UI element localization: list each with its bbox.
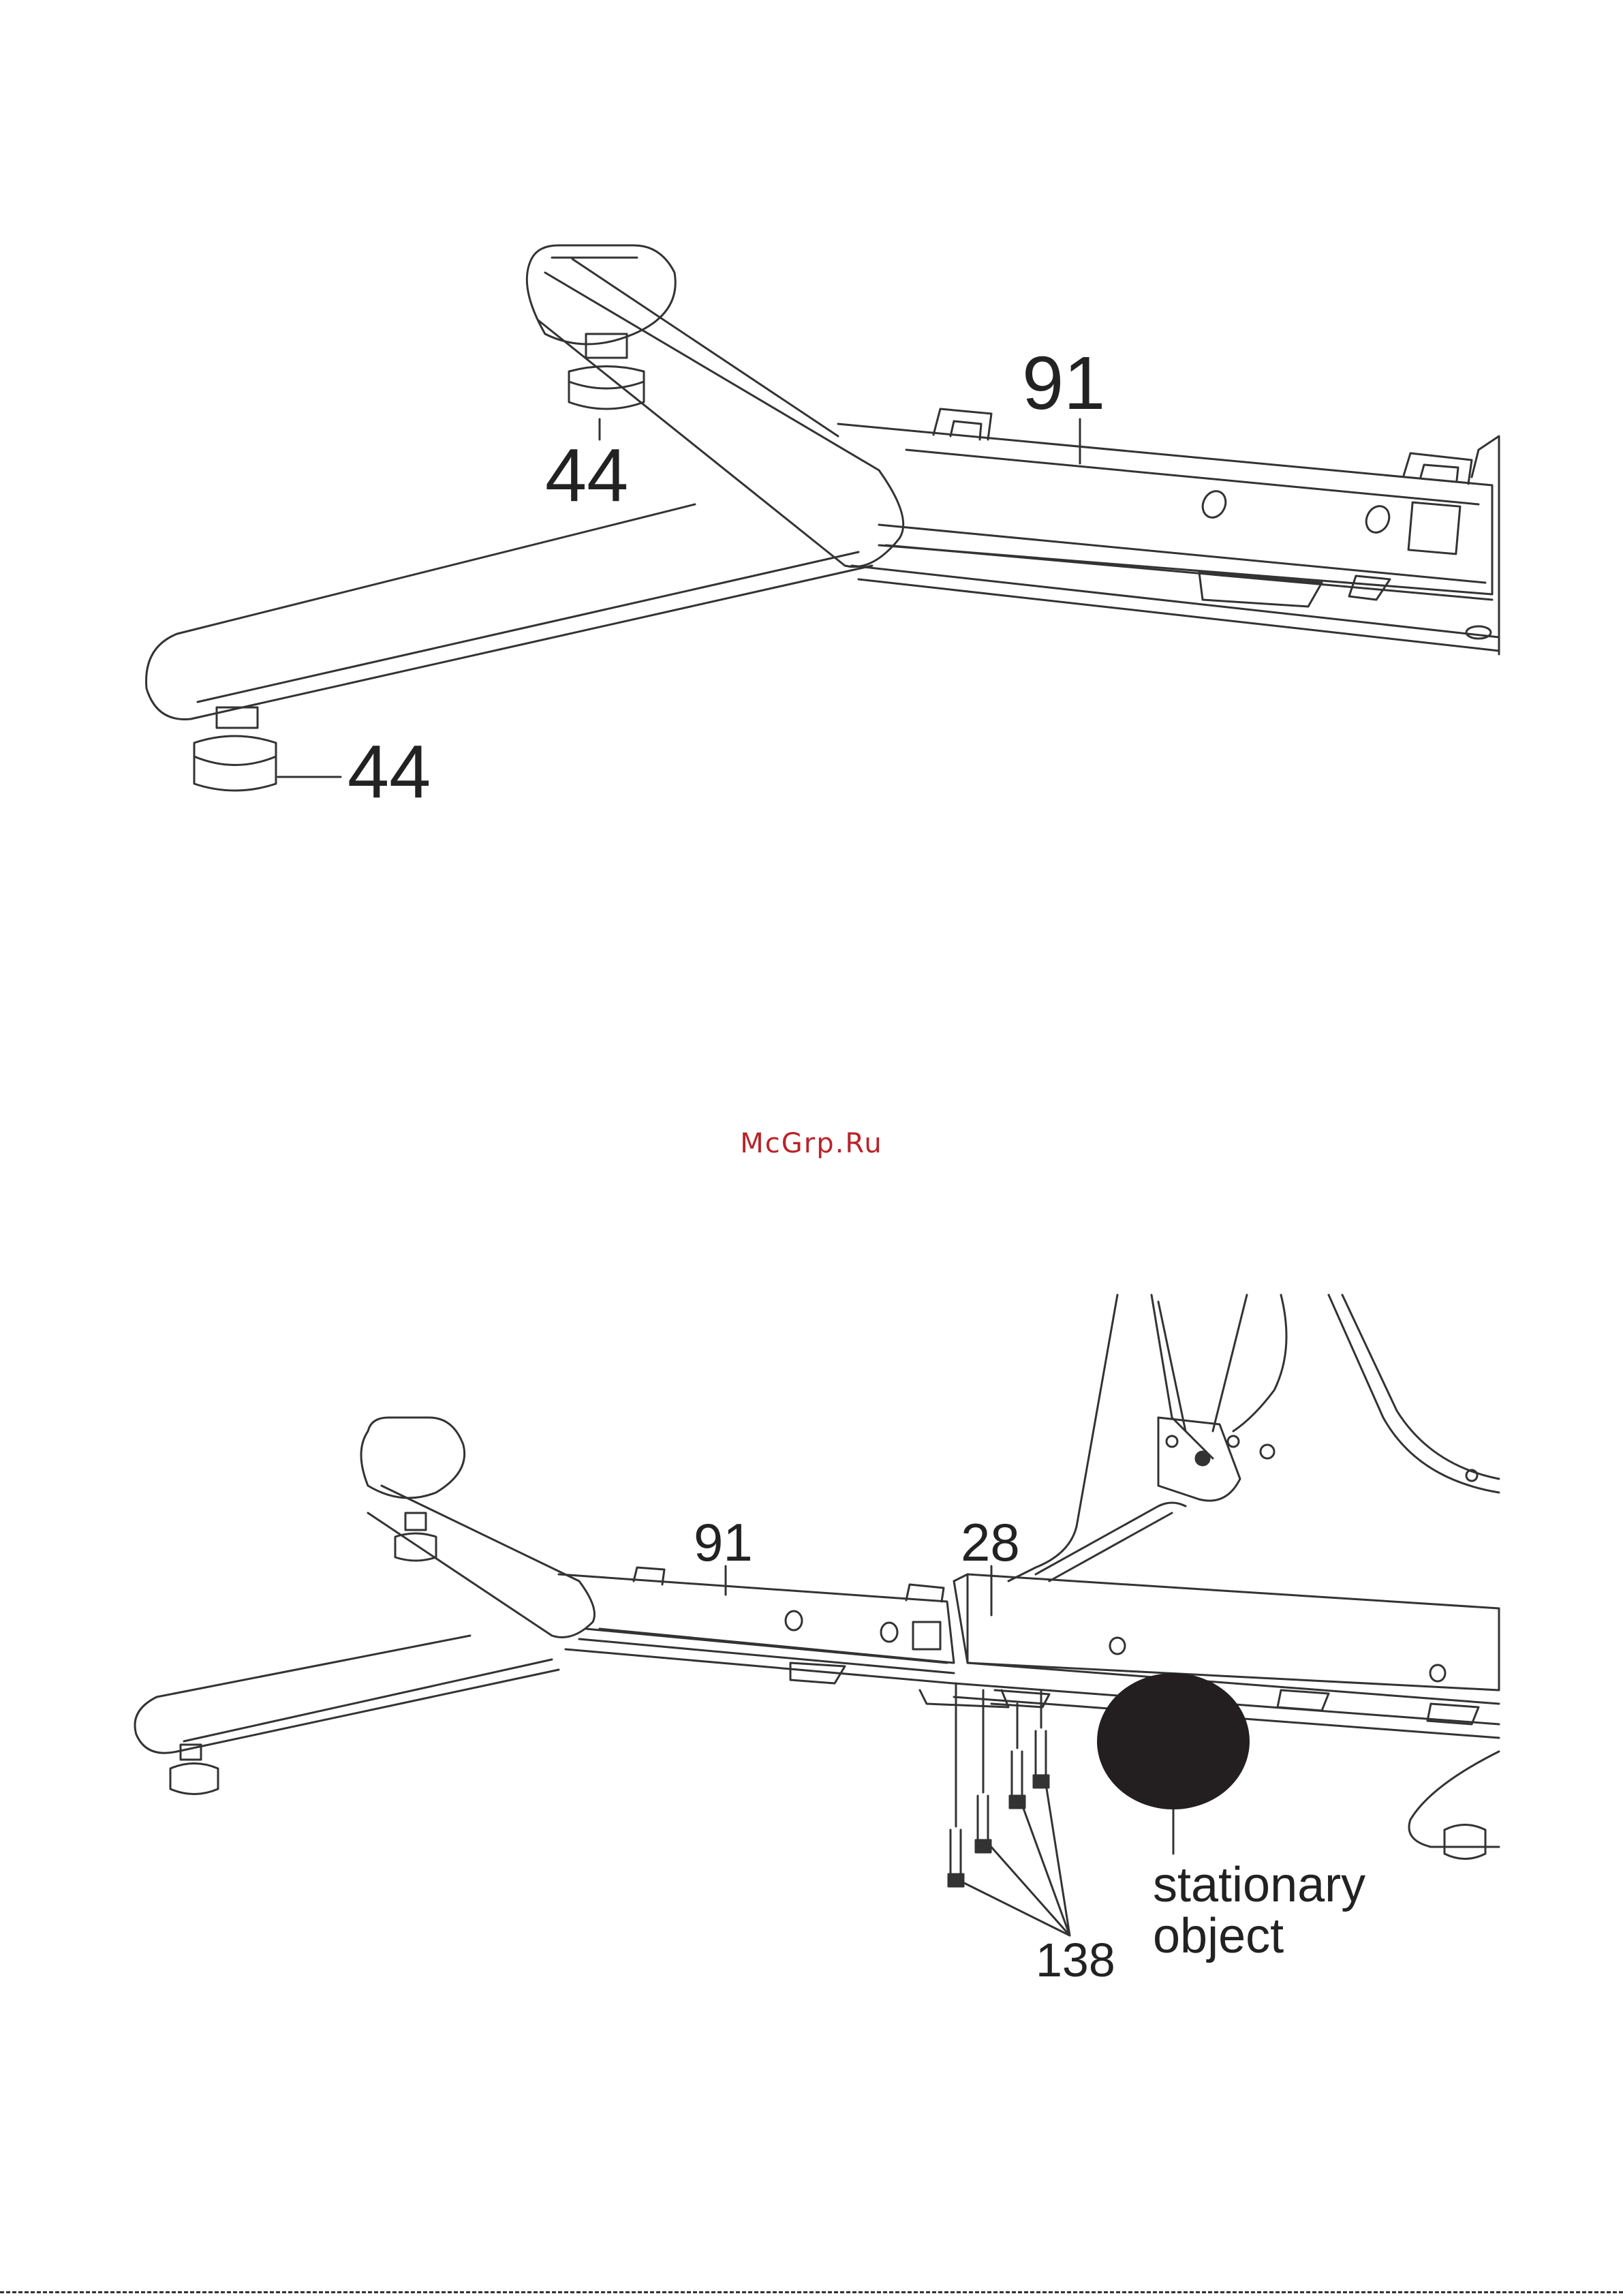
leveling-foot-bottom — [194, 707, 276, 791]
beam-hole-2 — [1362, 502, 1393, 536]
label-frame-91: 91 — [1022, 341, 1105, 425]
beam-hole-1 — [1199, 487, 1230, 521]
front-frame-beam — [559, 1567, 954, 1683]
front-long-leg — [135, 1636, 559, 1794]
label-stationary-line-1: stationary — [1153, 1858, 1365, 1912]
bolt-4 — [1034, 1731, 1049, 1788]
beam-end-hole — [1466, 626, 1491, 639]
label-foot-44-top: 44 — [545, 433, 628, 517]
label-front-frame-91: 91 — [694, 1512, 753, 1572]
label-main-frame-28: 28 — [961, 1512, 1020, 1572]
beam-square-hole — [1408, 502, 1460, 554]
front-stabilizer-leg — [146, 504, 872, 719]
figure-2-frame-connection: 91 28 138 stationary object — [0, 1281, 1623, 2031]
bolt-1 — [948, 1830, 963, 1886]
front-rear-leg — [361, 1418, 595, 1638]
figure-1-base-assembly: 91 44 44 — [0, 0, 1623, 886]
label-bolt-138: 138 — [1036, 1933, 1115, 1987]
main-frame-beam — [838, 424, 1499, 654]
bolt-3 — [1010, 1751, 1025, 1808]
rear-right-foot — [1409, 1751, 1499, 1859]
upright-arm — [1008, 1295, 1499, 1581]
page-bottom-rule — [0, 2291, 1623, 2293]
label-foot-44-bottom: 44 — [347, 730, 431, 814]
stationary-object — [1097, 1673, 1250, 1809]
bolt-2 — [976, 1796, 991, 1852]
rear-stabilizer-leg — [538, 259, 903, 567]
label-stationary-line-2: object — [1153, 1909, 1284, 1963]
watermark-text: McGrp.Ru — [0, 1128, 1623, 1159]
leveling-foot-top — [569, 334, 644, 409]
